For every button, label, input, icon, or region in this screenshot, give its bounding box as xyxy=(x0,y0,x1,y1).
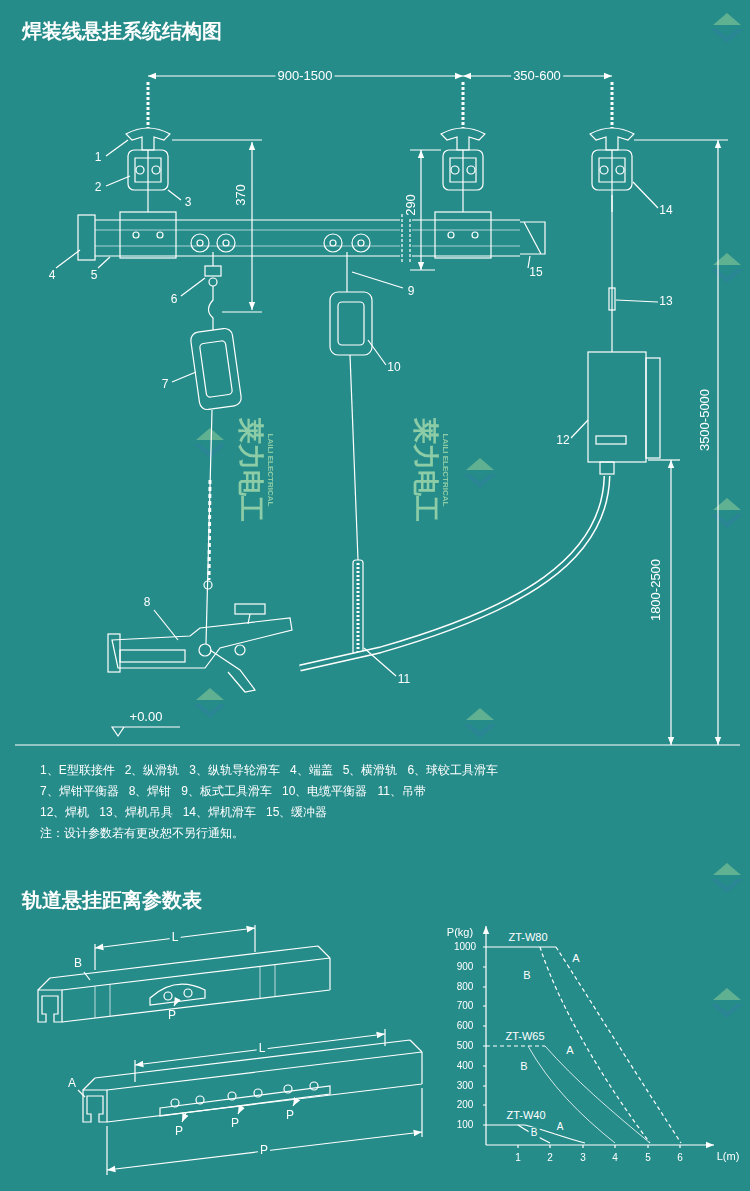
axis-tick: 600 xyxy=(457,1020,474,1032)
rail-label: P xyxy=(168,1009,176,1023)
axis-tick: 500 xyxy=(457,1040,474,1052)
axis-tick: 3 xyxy=(580,1152,586,1164)
rail-label: A xyxy=(68,1077,76,1091)
callout-number: 6 xyxy=(171,293,178,307)
axis-tick: 6 xyxy=(677,1152,683,1164)
axis-tick: 1000 xyxy=(454,941,476,953)
watermark: 莱力电工 xyxy=(235,418,265,522)
axis-tick: 300 xyxy=(457,1080,474,1092)
legend-text: 7、焊钳平衡器 8、焊钳 9、板式工具滑车 10、电缆平衡器 11、吊带 xyxy=(40,785,426,799)
logo-watermarks xyxy=(194,13,743,1018)
rail-label: L xyxy=(170,931,181,945)
callout-number: 14 xyxy=(659,204,672,218)
callout-number: 12 xyxy=(556,434,569,448)
dimension-label: 3500-5000 xyxy=(698,387,713,453)
watermark: LAILI ELECTRICAL xyxy=(265,434,274,507)
callout-number: 3 xyxy=(185,196,192,210)
axis-tick: 100 xyxy=(457,1119,474,1131)
curve-label: B xyxy=(521,969,532,982)
elevation-label: +0.00 xyxy=(130,710,163,725)
axis-tick: 5 xyxy=(645,1152,651,1164)
rail-label: P xyxy=(286,1109,294,1123)
rail-label: L xyxy=(257,1042,268,1056)
legend-text: 1、E型联接件 2、纵滑轨 3、纵轨导轮滑车 4、端盖 5、横滑轨 6、球铰工具… xyxy=(40,764,498,778)
axis-title: P(kg) xyxy=(447,926,473,939)
rail-label: P xyxy=(231,1117,239,1131)
callout-number: 15 xyxy=(529,266,542,280)
curve-label: B xyxy=(529,1127,540,1139)
callout-number: 8 xyxy=(144,596,151,610)
series-label: ZT-W80 xyxy=(506,931,549,944)
callout-number: 13 xyxy=(659,295,672,309)
callout-number: 9 xyxy=(408,285,415,299)
note-text: 注：设计参数若有更改恕不另行通知。 xyxy=(40,827,244,841)
curve-label: A xyxy=(564,1044,575,1057)
section-heading: 轨道悬挂距离参数表 xyxy=(22,889,202,912)
rail-label: P xyxy=(175,1125,183,1139)
watermark: LAILI ELECTRICAL xyxy=(440,434,449,507)
legend-text: 12、焊机 13、焊机吊具 14、焊机滑车 15、缓冲器 xyxy=(40,806,327,820)
callout-number: 11 xyxy=(398,673,410,687)
axis-tick: 800 xyxy=(457,981,474,993)
dimension-label: 370 xyxy=(234,182,249,208)
series-label: ZT-W40 xyxy=(504,1109,547,1122)
callout-number: 5 xyxy=(91,269,98,283)
curve-label: A xyxy=(570,952,581,965)
dimension-label: 1800-2500 xyxy=(649,557,664,623)
callout-number: 7 xyxy=(162,378,169,392)
axis-tick: 4 xyxy=(612,1152,618,1164)
axis-tick: 1 xyxy=(515,1152,521,1164)
diagram-title: 焊装线悬挂系统结构图 xyxy=(22,20,222,43)
curve-label: A xyxy=(555,1121,566,1133)
dimension-label: 900-1500 xyxy=(276,69,335,84)
rail-label: B xyxy=(74,957,82,971)
axis-tick: 900 xyxy=(457,961,474,973)
axis-tick: 400 xyxy=(457,1060,474,1072)
callout-number: 10 xyxy=(387,361,400,375)
axis-tick: 700 xyxy=(457,1000,474,1012)
curve-label: B xyxy=(518,1060,529,1073)
rail-label: P xyxy=(258,1144,270,1158)
callout-number: 2 xyxy=(95,181,102,195)
watermark: 莱力电工 xyxy=(410,418,440,522)
callout-number: 4 xyxy=(49,269,56,283)
axis-tick: 2 xyxy=(547,1152,553,1164)
dimension-label: 290 xyxy=(404,192,419,218)
axis-title: L(m) xyxy=(717,1150,740,1163)
axis-tick: 200 xyxy=(457,1099,474,1111)
callout-number: 1 xyxy=(95,151,102,165)
dimension-label: 350-600 xyxy=(511,69,563,84)
series-label: ZT-W65 xyxy=(503,1030,546,1043)
